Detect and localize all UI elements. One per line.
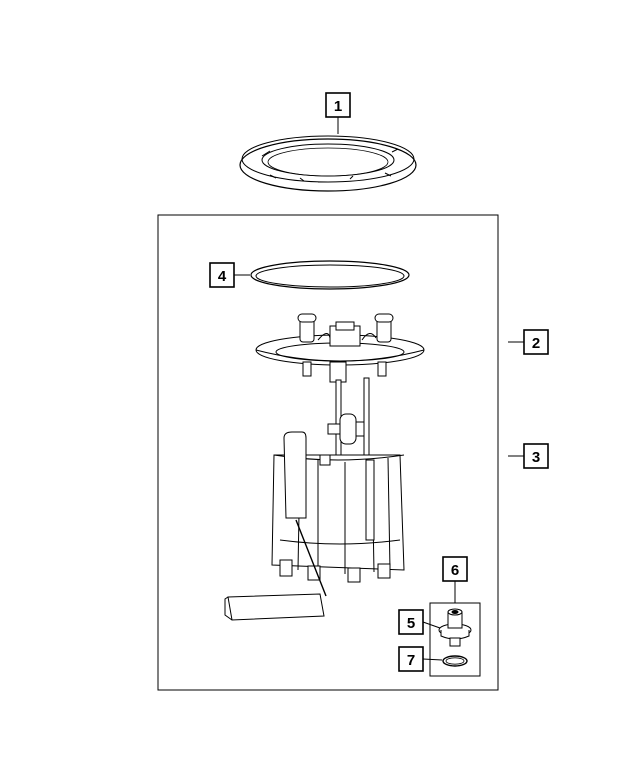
callout-2-label: 2 bbox=[532, 335, 540, 352]
leader-line-5 bbox=[422, 621, 441, 629]
fuel-pump-module bbox=[224, 313, 425, 621]
o-ring bbox=[442, 655, 468, 667]
callout-3: 3 bbox=[523, 443, 549, 469]
callout-7-label: 7 bbox=[407, 652, 415, 669]
lock-ring bbox=[239, 135, 417, 192]
leader-line-7 bbox=[422, 658, 443, 661]
callout-6: 6 bbox=[442, 556, 468, 582]
callout-6-label: 6 bbox=[451, 562, 459, 579]
callout-2: 2 bbox=[523, 329, 549, 355]
seal-ring bbox=[250, 260, 410, 290]
callout-5-label: 5 bbox=[407, 615, 415, 632]
callout-4: 4 bbox=[209, 262, 235, 288]
fuel-pressure-regulator bbox=[438, 608, 472, 647]
callout-5: 5 bbox=[398, 609, 424, 635]
callout-4-label: 4 bbox=[218, 268, 227, 285]
callout-1-label: 1 bbox=[334, 98, 342, 115]
callout-1: 1 bbox=[325, 92, 351, 118]
callout-3-label: 3 bbox=[532, 449, 540, 466]
callout-7: 7 bbox=[398, 646, 424, 672]
assembly-frame bbox=[157, 214, 499, 691]
